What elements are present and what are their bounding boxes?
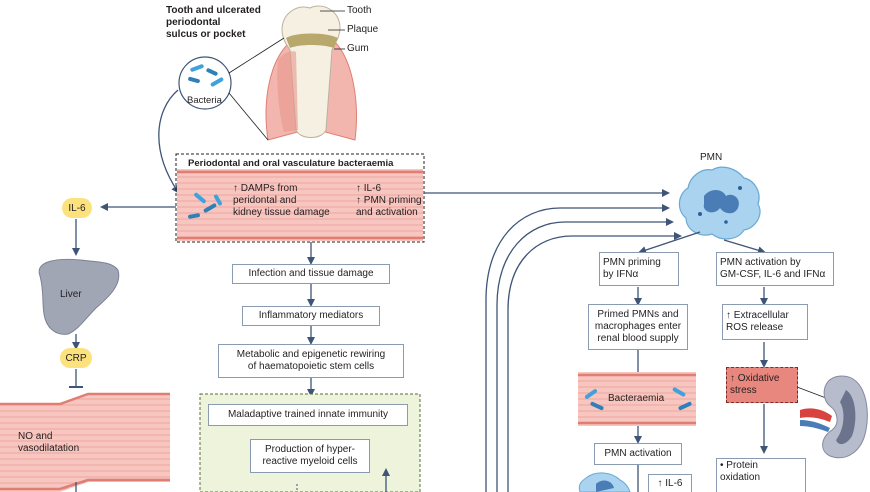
long-arrow-1 <box>485 204 670 492</box>
liver-label: Liver <box>60 289 82 300</box>
mediators-box: Inflammatory mediators <box>242 306 380 326</box>
plaque-label: Plaque <box>347 24 379 35</box>
long-arrow-3 <box>507 232 682 492</box>
pmn-title: PMN <box>700 152 723 163</box>
pmn-to-priming-arrow <box>638 231 701 254</box>
production-box: Production of hyper- reactive myeloid ce… <box>250 439 370 473</box>
oxidative-stress-box: ↑ Oxidative stress <box>726 367 798 403</box>
pmn-activation-by-box: PMN activation by GM-CSF, IL-6 and IFNα <box>716 252 834 286</box>
crp-pill: CRP <box>60 348 92 368</box>
vessel-bacteria <box>188 192 222 219</box>
rewiring-box: Metabolic and epigenetic rewiring of hae… <box>218 344 404 378</box>
vessel-title: Periodontal and oral vasculature bactera… <box>188 158 394 169</box>
bacteria-to-vessel-arrow <box>158 89 180 194</box>
bacteraemia-label: Bacteraemia <box>608 393 665 404</box>
right-vessel-bacteria <box>584 387 692 411</box>
il6-bottom-box: ↑ IL-6 <box>648 474 692 492</box>
tooth-illustration <box>265 5 357 141</box>
primed-pmns-box: Primed PMNs and macrophages enter renal … <box>588 304 688 350</box>
il6-pill: IL-6 <box>62 198 92 218</box>
infection-box: Infection and tissue damage <box>232 264 390 284</box>
bacteria-cells <box>188 64 224 87</box>
vessel-damps: ↑ DAMPs from peridontal and kidney tissu… <box>233 183 330 218</box>
bacteria-label: Bacteria <box>187 95 222 106</box>
tooth-section-title: Tooth and ulcerated periodontal sulcus o… <box>166 5 261 40</box>
pmn-cell <box>678 166 761 240</box>
pmn-activation-box: PMN activation <box>594 443 682 465</box>
left-vessel <box>0 394 170 492</box>
protein-oxidation-box: • Protein oxidation <box>716 458 806 492</box>
liver-shape <box>38 258 120 335</box>
tooth-label: Tooth <box>347 5 372 16</box>
circle-leader-bottom <box>228 92 269 141</box>
pmn-priming-box: PMN priming by IFNα <box>599 252 679 286</box>
pmn-to-activation-arrow <box>723 239 766 255</box>
vessel-il6: ↑ IL-6 ↑ PMN priming and activation <box>356 183 422 218</box>
gum-label: Gum <box>347 43 369 54</box>
vessel-band <box>177 169 423 241</box>
trained-immunity-label: Maladaptive trained innate immunity <box>208 404 408 426</box>
ros-box: ↑ Extracellular ROS release <box>722 304 808 340</box>
kidney-illustration <box>800 375 868 459</box>
circle-leader-top <box>228 37 285 74</box>
no-label: NO and vasodilatation <box>18 431 80 454</box>
right-vessel <box>578 372 696 426</box>
vessel-dashed-box <box>175 153 425 243</box>
long-arrow-2 <box>496 218 674 492</box>
